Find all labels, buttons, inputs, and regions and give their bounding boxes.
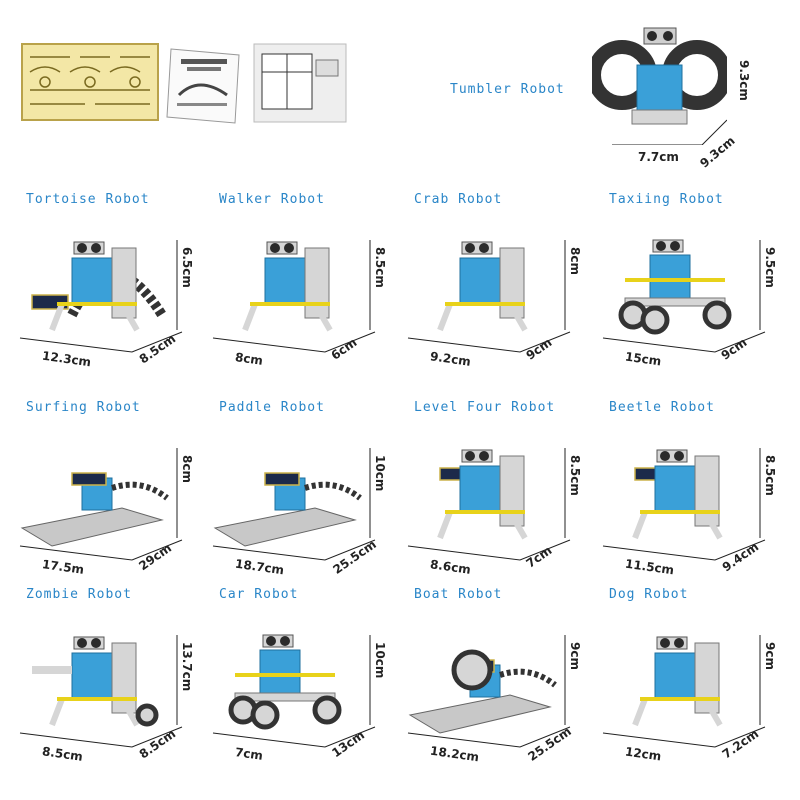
crab-height: 8cm	[568, 247, 582, 275]
tortoise-robot-title: Tortoise Robot	[26, 192, 150, 207]
dog-height: 9cm	[763, 642, 777, 670]
taxiing-height: 9.5cm	[763, 247, 777, 288]
walker-height: 8.5cm	[373, 247, 387, 288]
tumbler-height: 9.3cm	[737, 60, 751, 101]
paddle-robot-title: Paddle Robot	[219, 400, 325, 415]
crab-robot-image	[400, 220, 575, 364]
car-width: 7cm	[234, 745, 264, 763]
walker-width: 8cm	[234, 350, 264, 368]
paddle-robot-image	[205, 428, 380, 572]
surfing-height: 8cm	[180, 455, 194, 483]
beetle-height: 8.5cm	[763, 455, 777, 496]
car-robot-image	[205, 615, 380, 759]
zombie-robot-image	[12, 615, 187, 759]
tumbler-width: 7.7cm	[638, 150, 679, 164]
beetle-robot-image	[595, 428, 770, 572]
boat-robot-title: Boat Robot	[414, 587, 503, 602]
instruction-manual	[165, 45, 245, 125]
car-robot-title: Car Robot	[219, 587, 299, 602]
walker-robot-image	[205, 220, 380, 364]
levelfour-robot-title: Level Four Robot	[414, 400, 556, 415]
surfing-robot-title: Surfing Robot	[26, 400, 141, 415]
parts-bag	[250, 40, 350, 125]
car-height: 10cm	[373, 642, 387, 679]
taxiing-robot-title: Taxiing Robot	[609, 192, 724, 207]
zombie-height: 13.7cm	[180, 642, 194, 692]
tumbler-robot-image	[587, 10, 732, 146]
beetle-robot-title: Beetle Robot	[609, 400, 715, 415]
paddle-height: 10cm	[373, 455, 387, 492]
levelfour-robot-image	[400, 428, 575, 572]
walker-robot-title: Walker Robot	[219, 192, 325, 207]
taxiing-robot-image	[595, 220, 770, 364]
levelfour-height: 8.5cm	[568, 455, 582, 496]
dog-robot-image	[595, 615, 770, 759]
zombie-robot-title: Zombie Robot	[26, 587, 132, 602]
surfing-robot-image	[12, 428, 187, 572]
boat-height: 9cm	[568, 642, 582, 670]
tortoise-height: 6.5cm	[180, 247, 194, 288]
kit-parts-tray	[20, 42, 160, 122]
boat-robot-image	[400, 615, 575, 759]
dog-robot-title: Dog Robot	[609, 587, 689, 602]
tumbler-robot-title: Tumbler Robot	[450, 82, 565, 97]
tortoise-robot-image	[12, 220, 187, 364]
crab-robot-title: Crab Robot	[414, 192, 503, 207]
